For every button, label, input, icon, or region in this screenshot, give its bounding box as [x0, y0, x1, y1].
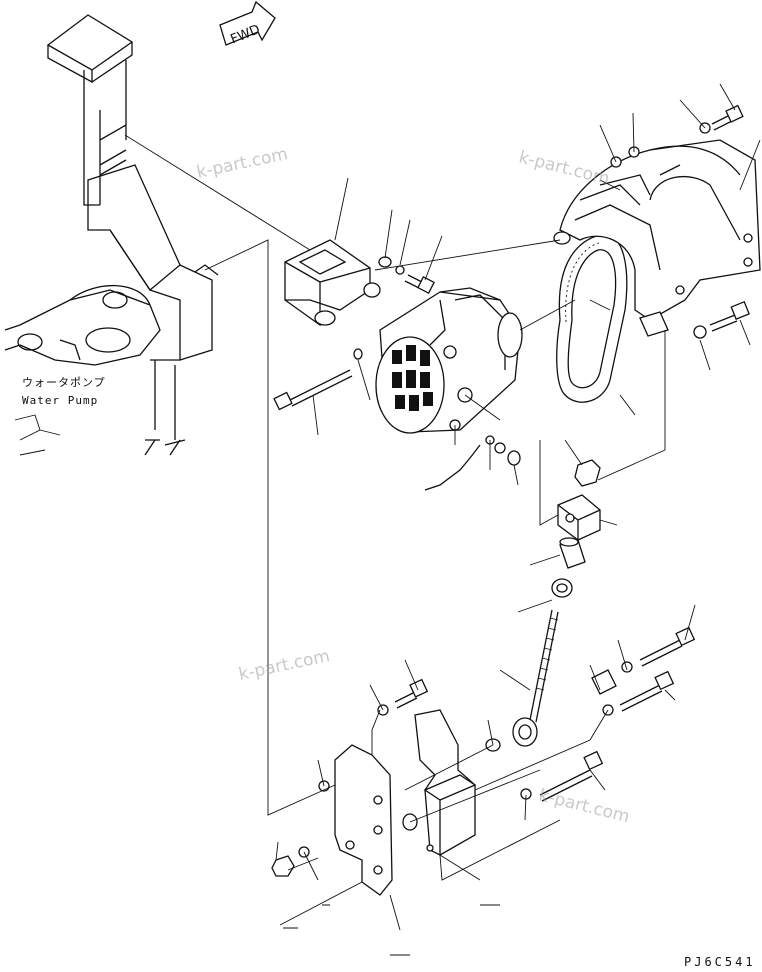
drive-belt	[556, 234, 628, 403]
plate-bolt	[394, 678, 429, 709]
drawing-code: PJ6C541	[684, 955, 756, 969]
adjusting-rod	[512, 609, 559, 747]
spacer-sleeve	[559, 537, 586, 569]
spacer-small	[591, 669, 617, 695]
lower-bolt-2	[619, 670, 675, 712]
alternator-mount-bracket	[284, 239, 381, 327]
water-pump-label-en: Water Pump	[22, 394, 98, 407]
watermark-1: k-part.com	[195, 144, 290, 183]
engine-bracket-outline	[4, 14, 219, 456]
lower-bolt-3	[539, 750, 604, 802]
lower-mount-plate	[334, 744, 393, 896]
lower-bolt-1	[639, 626, 696, 667]
fwd-direction-arrow: FWD	[219, 0, 276, 47]
watermark-4: k-part.com	[537, 785, 632, 827]
nut-hex	[574, 459, 601, 487]
hex-nut-lower	[271, 855, 295, 877]
callout-dashes	[283, 904, 500, 956]
terminal-wire	[424, 444, 481, 491]
alternator	[375, 287, 523, 434]
watermark-3: k-part.com	[237, 646, 332, 685]
adjust-block	[557, 494, 601, 541]
watermark-2: k-part.com	[517, 147, 612, 189]
lower-bracket-block	[402, 709, 477, 856]
fwd-label: FWD	[228, 22, 262, 47]
bracket-bolt	[404, 274, 435, 294]
long-through-bolt	[273, 369, 353, 411]
cover-bolt-side	[709, 300, 750, 332]
leader-lines	[124, 83, 761, 931]
cover-bolt-top	[711, 104, 744, 131]
water-pump-label-jp: ウォータポンプ	[22, 376, 106, 389]
